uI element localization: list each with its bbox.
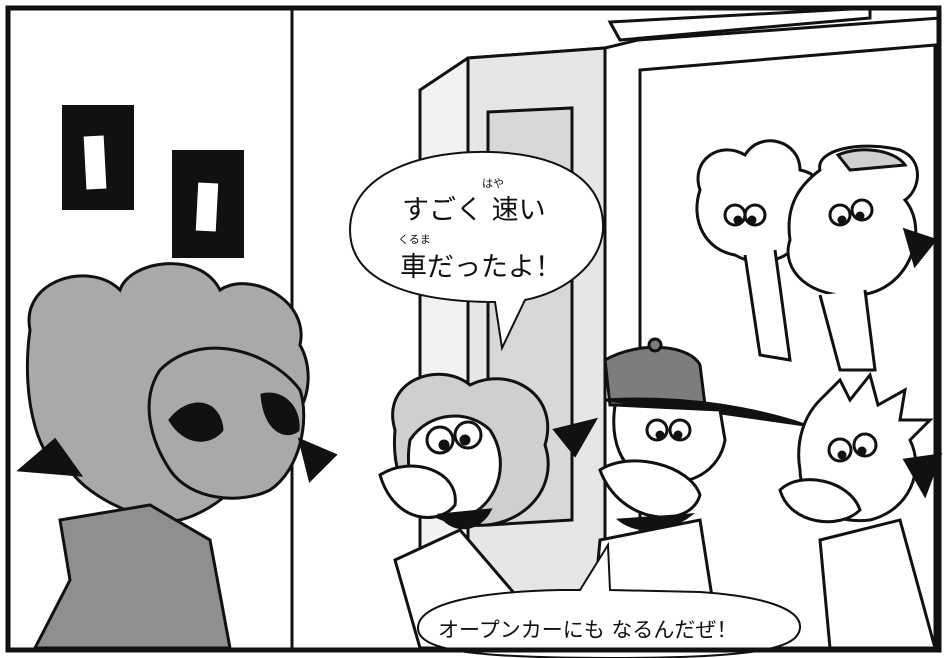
ruby-haya: はや [482,177,504,190]
bubble-bottom-text: オープンカーにも なるんだぜ！ [438,618,738,642]
bubble-top-line1-suffix: い [518,195,546,226]
picture-frame-left [62,105,134,210]
bubble-top-line2: 車だったよ！ [400,245,562,284]
speech-bubble-top [348,150,605,352]
bubble-top-line1: すごく 速い [402,188,546,227]
speech-bubble-bottom [416,541,802,658]
picture-frame-right [172,150,244,258]
character-back-right [786,144,938,372]
bubble-top-line2-kanji: 車 [400,252,427,283]
bubble-top-line2-suffix: だったよ！ [427,252,562,283]
panel-border [5,5,942,653]
bubble-top-line1-kanji: 速 [491,195,519,226]
bubble-top-line1-prefix: すごく [402,195,483,226]
character-front-right [778,371,943,650]
character-left-gray [16,262,338,650]
ruby-kuruma: くるま [398,233,431,246]
